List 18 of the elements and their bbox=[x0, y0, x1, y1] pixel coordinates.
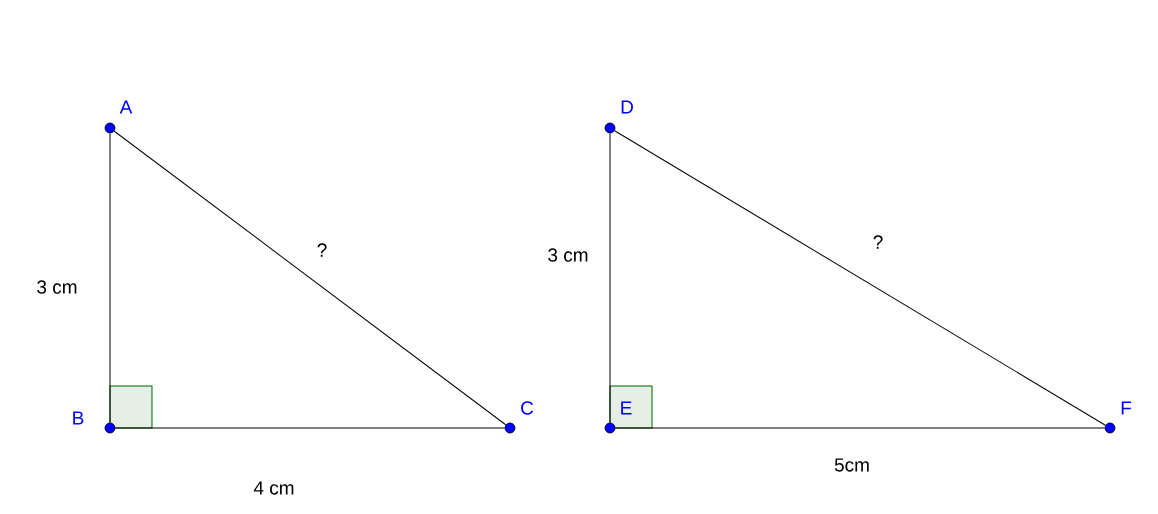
side-length-label: 5cm bbox=[834, 458, 869, 472]
triangle-side bbox=[614, 427, 1106, 429]
point-label: F bbox=[1121, 401, 1132, 415]
triangle-side bbox=[614, 130, 1106, 426]
side-length-label: 4 cm bbox=[253, 481, 294, 495]
triangle-side bbox=[109, 132, 111, 424]
point-label: A bbox=[119, 100, 133, 114]
point-label: C bbox=[521, 401, 534, 415]
point-label: B bbox=[73, 411, 84, 425]
side-length-label: 3 cm bbox=[548, 248, 588, 262]
side-length-label: ? bbox=[873, 235, 883, 249]
side-length-label: ? bbox=[317, 243, 327, 257]
triangle-side bbox=[114, 427, 506, 429]
side-length-label: 3 cm bbox=[37, 280, 77, 294]
triangle-side bbox=[609, 132, 611, 424]
point-label: D bbox=[621, 100, 633, 114]
point-label: E bbox=[621, 401, 632, 415]
triangle-side bbox=[113, 130, 507, 426]
